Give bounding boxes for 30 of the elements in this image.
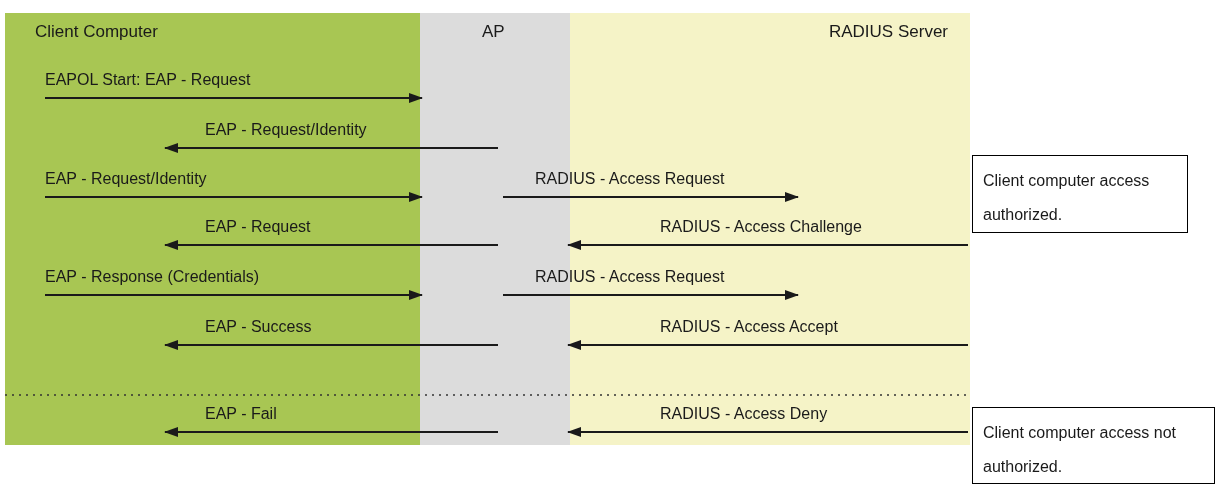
message-arrow xyxy=(567,427,969,437)
lane-band xyxy=(5,13,420,445)
edge-label: EAPOL Start: EAP - Request xyxy=(45,71,251,89)
edge-label: RADIUS - Access Request xyxy=(535,268,725,286)
message-arrow xyxy=(502,290,799,300)
edge-label: RADIUS - Access Deny xyxy=(660,405,828,423)
message-arrow xyxy=(567,240,969,250)
message-arrow xyxy=(567,340,969,350)
edge-label: RADIUS - Access Accept xyxy=(660,318,838,336)
message-arrow xyxy=(164,340,499,350)
edge-label: EAP - Success xyxy=(205,318,312,336)
edge-label: EAP - Response (Credentials) xyxy=(45,268,260,286)
message-arrow xyxy=(164,240,499,250)
lane-title: Client Computer xyxy=(35,22,158,42)
message-arrow xyxy=(44,290,423,300)
edge-label: EAP - Request/Identity xyxy=(45,170,207,188)
edge-label: EAP - Request/Identity xyxy=(205,121,367,139)
message-arrow xyxy=(502,192,799,202)
message-arrow xyxy=(44,192,423,202)
edge-label: EAP - Request xyxy=(205,218,311,236)
edge-label: EAP - Fail xyxy=(205,405,277,423)
lane-title: AP xyxy=(482,22,505,42)
lane-title: RADIUS Server xyxy=(828,22,948,42)
message-arrow xyxy=(164,427,499,437)
note-box: Client computer access not authorized. xyxy=(972,407,1215,484)
edge-label: RADIUS - Access Request xyxy=(535,170,725,188)
note-box: Client computer access authorized. xyxy=(972,155,1188,233)
message-arrow xyxy=(164,143,499,153)
message-arrow xyxy=(44,93,423,103)
edge-label: RADIUS - Access Challenge xyxy=(660,218,862,236)
